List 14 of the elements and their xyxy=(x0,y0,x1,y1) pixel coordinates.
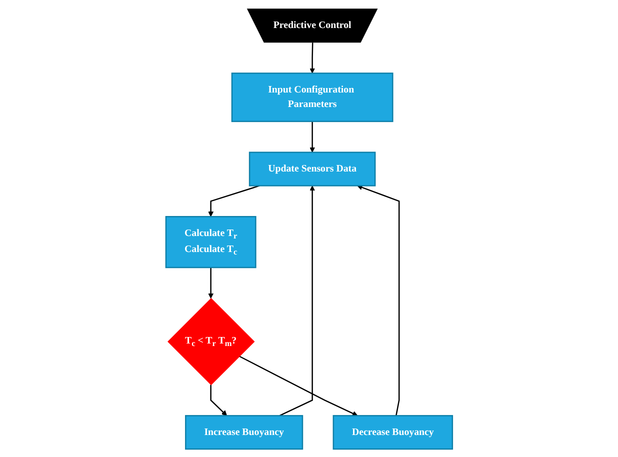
node-box: Calculate T$_{r}$ Calculate T$_{c}$ xyxy=(165,216,256,268)
node-box: Increase Buoyancy xyxy=(184,414,303,450)
arrow xyxy=(279,184,315,416)
arrow xyxy=(208,267,214,298)
arrow xyxy=(238,355,358,416)
node-box: Update Sensors Data xyxy=(248,151,376,186)
arrow xyxy=(208,184,260,216)
arrow xyxy=(356,184,400,416)
arrow xyxy=(309,42,315,73)
node-box: Decrease Buoyancy xyxy=(332,414,453,450)
arrow xyxy=(210,384,227,416)
node-diamond: T$_{c}$ < T$_{r}$ T$_{m}$? xyxy=(167,297,255,385)
node-box: Input Configuration Parameters xyxy=(231,72,394,122)
arrow xyxy=(309,120,315,152)
